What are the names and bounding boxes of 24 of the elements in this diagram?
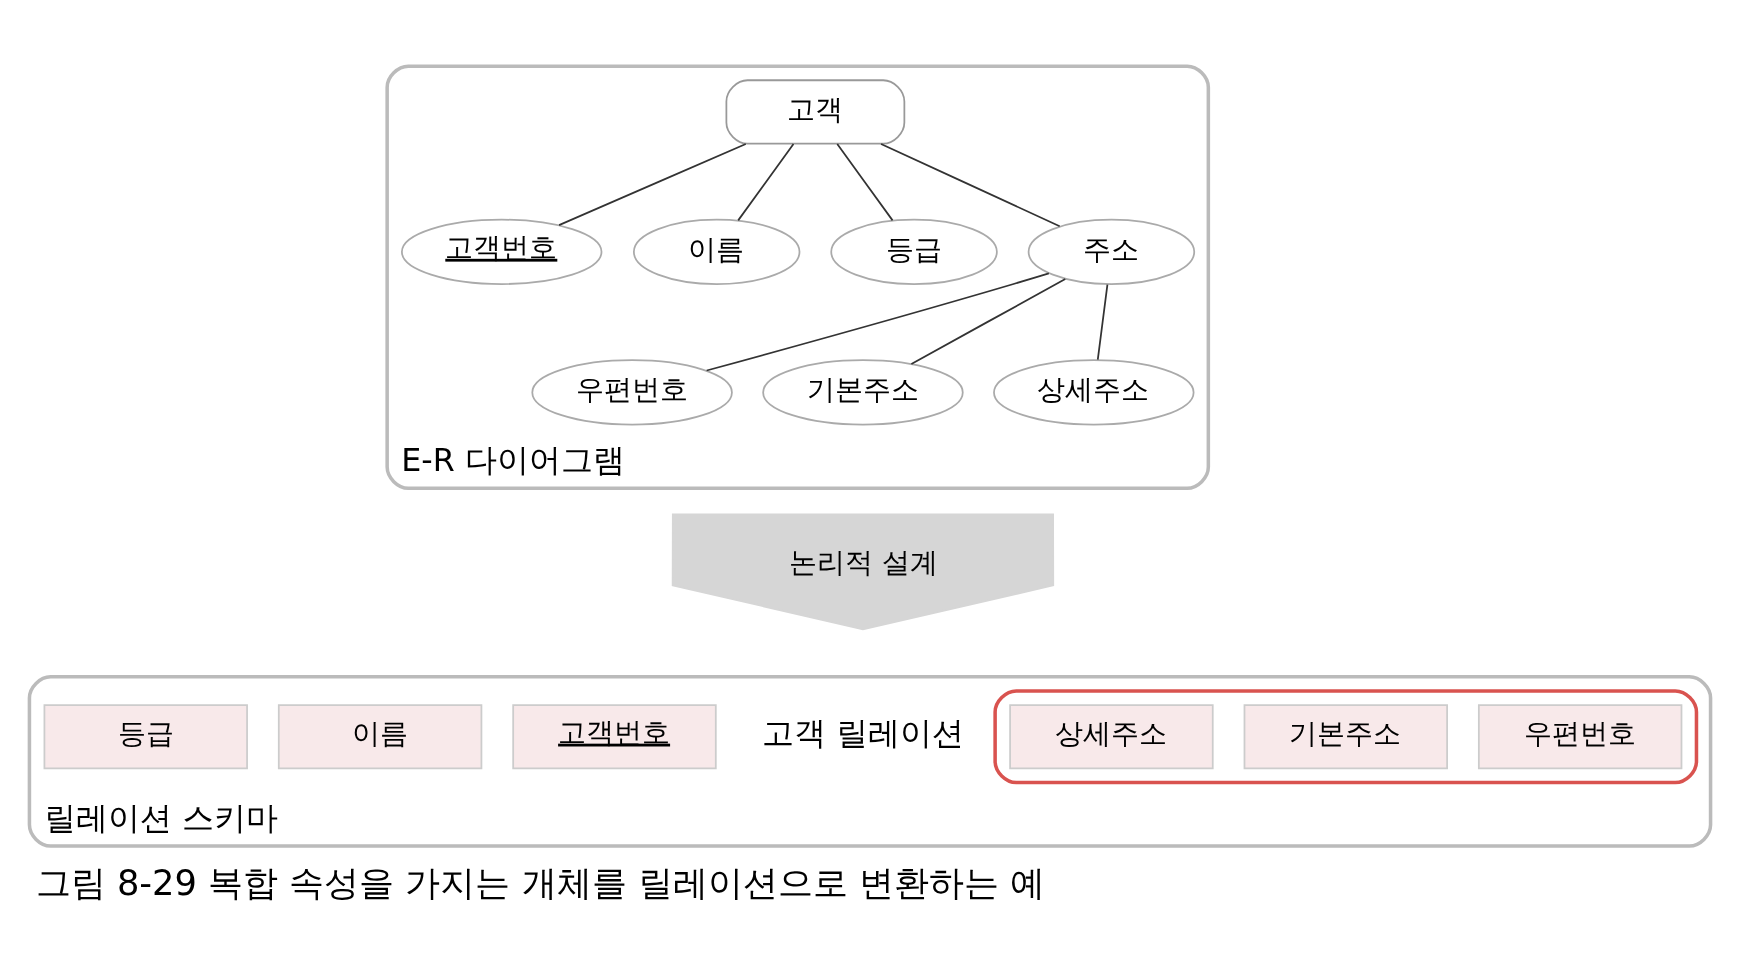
connector bbox=[836, 142, 894, 221]
connector bbox=[558, 142, 747, 226]
node-box: 우편번호 bbox=[1477, 703, 1683, 769]
connector bbox=[737, 142, 795, 221]
node-ellipse: 상세주소 bbox=[993, 358, 1195, 425]
node-box: 상세주소 bbox=[1009, 703, 1214, 769]
node-ellipse: 등급 bbox=[830, 218, 998, 285]
connector bbox=[1096, 283, 1109, 361]
node-box: 등급 bbox=[43, 703, 248, 769]
node-ellipse: 우편번호 bbox=[531, 358, 733, 425]
connector bbox=[705, 271, 1050, 371]
node-ellipse: 고객번호 bbox=[401, 218, 603, 285]
node-ellipse: 주소 bbox=[1027, 218, 1196, 285]
node-box: 이름 bbox=[277, 703, 483, 769]
node-ellipse: 기본주소 bbox=[762, 358, 964, 425]
label: 고객 릴레이션 bbox=[761, 714, 964, 751]
connector bbox=[910, 277, 1067, 365]
caption: 그림 8-29 복합 속성을 가지는 개체를 릴레이션으로 변환하는 예 bbox=[35, 861, 1046, 903]
node-box: 고객번호 bbox=[512, 703, 717, 769]
node-box: 기본주소 bbox=[1243, 703, 1448, 769]
connector bbox=[880, 142, 1061, 227]
cluster bbox=[993, 688, 1699, 784]
node-box: 고객 bbox=[725, 78, 906, 145]
node-ellipse: 이름 bbox=[633, 218, 801, 285]
